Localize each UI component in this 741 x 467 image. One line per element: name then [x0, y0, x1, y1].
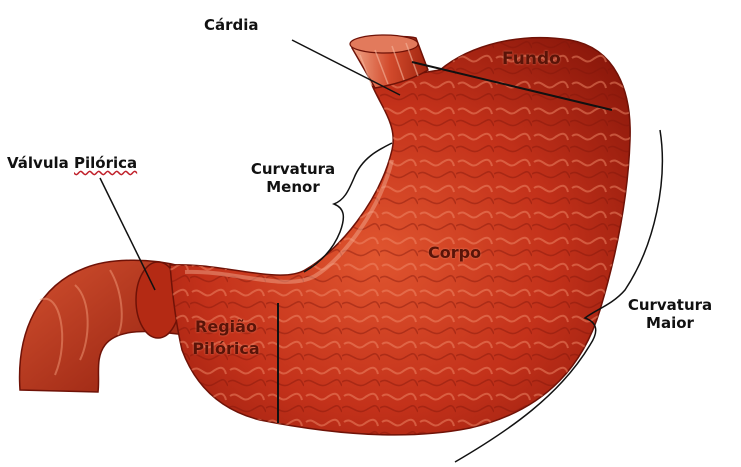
label-curvatura-menor-line1: Curvatura	[238, 160, 348, 178]
label-corpo: Corpo	[428, 242, 481, 264]
label-curvatura-menor: Curvatura Menor	[238, 160, 348, 196]
label-fundo: Fundo	[502, 48, 561, 70]
label-regiao-pilorica-line2: Pilórica	[178, 338, 274, 360]
label-regiao-pilorica-line1: Região	[178, 316, 274, 338]
label-regiao-pilorica: Região Pilórica	[178, 316, 274, 360]
label-curvatura-menor-line2: Menor	[238, 178, 348, 196]
label-valvula-pilorica: Válvula Pilórica	[7, 154, 137, 172]
label-curvatura-maior: Curvatura Maior	[610, 296, 730, 332]
label-curvatura-maior-line1: Curvatura	[610, 296, 730, 314]
label-valvula-underlined: Pilórica	[74, 154, 137, 172]
label-cardia: Cárdia	[204, 16, 259, 34]
label-valvula-prefix: Válvula	[7, 154, 74, 172]
label-curvatura-maior-line2: Maior	[610, 314, 730, 332]
